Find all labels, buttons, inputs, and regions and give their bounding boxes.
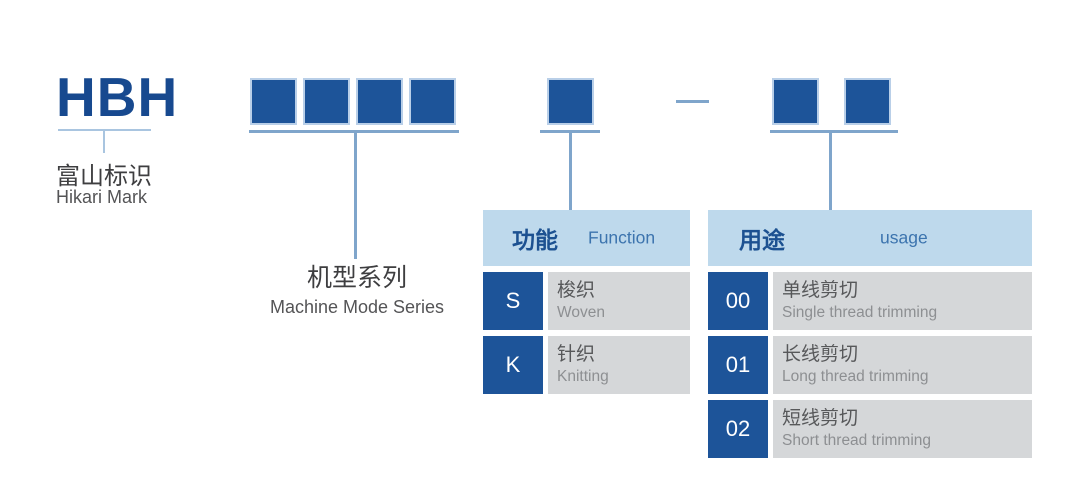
function-code: K [483,336,543,394]
table-row: 01 长线剪切 Long thread trimming [708,336,1032,394]
usage-desc: 短线剪切 Short thread trimming [773,400,1032,458]
brand-connector-tick [103,131,105,153]
series-label: 机型系列 Machine Mode Series [252,258,462,318]
function-code: S [483,272,543,330]
usage-desc-zh: 长线剪切 [782,344,859,366]
usage-desc: 单线剪切 Single thread trimming [773,272,1032,330]
function-table: 功能 Function S 梭织 Woven K 针织 Knitting [483,210,690,394]
usage-desc-zh: 单线剪切 [782,280,859,302]
usage-desc-en: Short thread trimming [782,432,932,450]
brand-mark: HBH [56,66,179,128]
function-code-box [547,78,594,125]
usage-code-box [772,78,819,125]
function-header-zh: 功能 [512,227,558,253]
series-label-en: Machine Mode Series [269,297,445,317]
usage-header-en: usage [880,227,928,248]
series-underline [249,130,459,133]
function-underline [540,130,600,133]
brand-label-zh: 富山标识 [56,163,152,190]
function-header-en: Function [588,227,656,248]
usage-code: 00 [708,272,768,330]
usage-table-header: 用途 usage [708,210,1032,266]
usage-desc-en: Single thread trimming [782,304,938,322]
function-desc-zh: 梭织 [557,280,596,302]
series-label-zh: 机型系列 [306,264,407,292]
function-desc: 针织 Knitting [548,336,690,394]
table-row: 00 单线剪切 Single thread trimming [708,272,1032,330]
usage-connector-line [829,133,832,210]
function-desc-en: Knitting [557,368,609,386]
function-desc: 梭织 Woven [548,272,690,330]
usage-desc-zh: 短线剪切 [782,408,859,430]
usage-underline [770,130,898,133]
brand-label-en: Hikari Mark [56,187,148,207]
table-row: K 针织 Knitting [483,336,690,394]
table-row: 02 短线剪切 Short thread trimming [708,400,1032,458]
series-code-box [250,78,297,125]
function-desc-zh: 针织 [557,344,596,366]
series-code-box [409,78,456,125]
series-code-box [356,78,403,125]
function-desc-en: Woven [557,304,605,322]
usage-desc: 长线剪切 Long thread trimming [773,336,1032,394]
function-table-header: 功能 Function [483,210,690,266]
brand-underline [58,129,151,131]
separator-dash [676,100,709,103]
series-connector-line [354,133,357,259]
usage-table: 用途 usage 00 单线剪切 Single thread trimming … [708,210,1032,458]
usage-code: 01 [708,336,768,394]
usage-desc-en: Long thread trimming [782,368,929,386]
usage-header-zh: 用途 [739,227,785,253]
table-row: S 梭织 Woven [483,272,690,330]
usage-code: 02 [708,400,768,458]
function-connector-line [569,133,572,210]
usage-code-box [844,78,891,125]
series-code-box [303,78,350,125]
